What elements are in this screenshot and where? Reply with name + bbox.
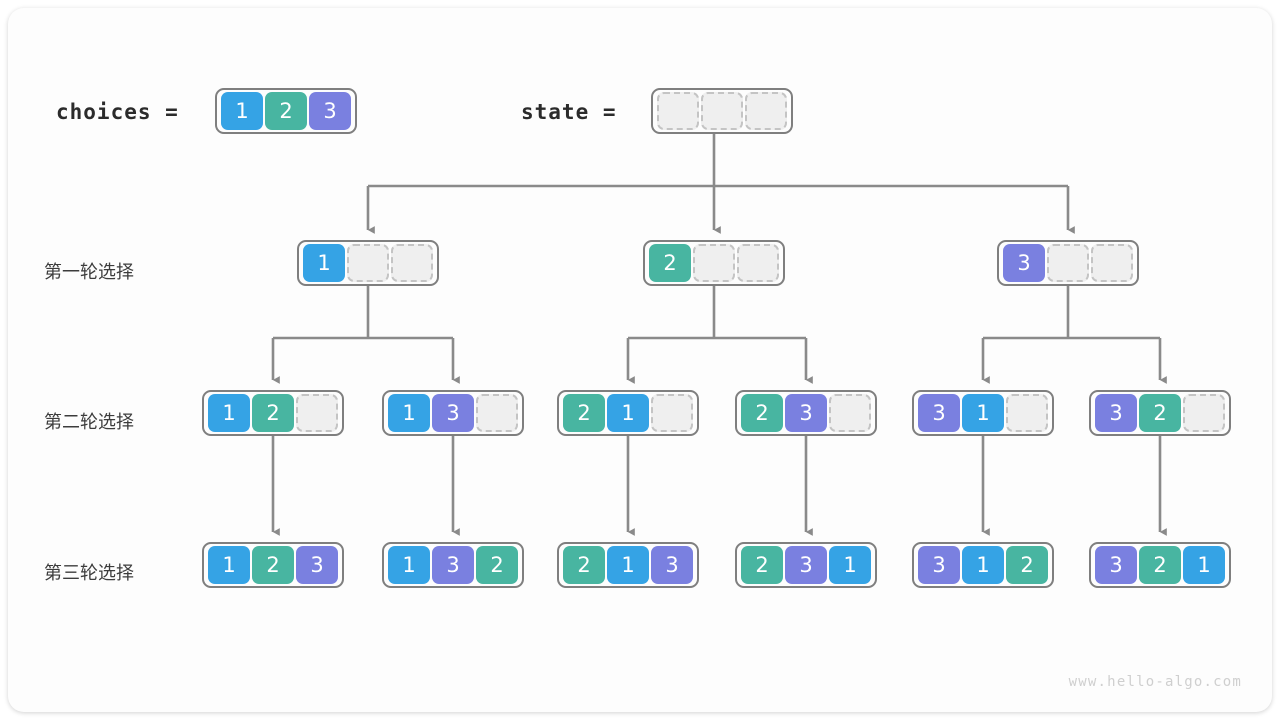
- r2-n2-cell-1: 3: [432, 394, 474, 432]
- choices-cell-0: 1: [221, 92, 263, 130]
- r2-n3-cell-0: 2: [563, 394, 605, 432]
- r2-n1-cell-0: 1: [208, 394, 250, 432]
- r2-n2-cell-0: 1: [388, 394, 430, 432]
- row-label-round-1: 第一轮选择: [44, 262, 134, 283]
- r2-n5-cell-1: 1: [962, 394, 1004, 432]
- r1-n3-cell-2: [1091, 244, 1133, 282]
- r2-n4-cell-0: 2: [741, 394, 783, 432]
- state-node-r1-n2: 2: [643, 240, 785, 286]
- choices-label: choices =: [56, 100, 179, 124]
- r2-n5-cell-2: [1006, 394, 1048, 432]
- state-node-r1-n1: 1: [297, 240, 439, 286]
- choices-cell-1: 2: [265, 92, 307, 130]
- state-cell-2: [745, 92, 787, 130]
- state-label: state =: [521, 100, 617, 124]
- r3-n2-cell-2: 2: [476, 546, 518, 584]
- state-cell-0: [657, 92, 699, 130]
- r1-n2-cell-1: [693, 244, 735, 282]
- r3-n4-cell-1: 3: [785, 546, 827, 584]
- r1-n2-cell-0: 2: [649, 244, 691, 282]
- r3-n6-cell-2: 1: [1183, 546, 1225, 584]
- r2-n4-cell-2: [829, 394, 871, 432]
- r2-n5-cell-0: 3: [918, 394, 960, 432]
- r3-n6-cell-1: 2: [1139, 546, 1181, 584]
- r3-n3-cell-2: 3: [651, 546, 693, 584]
- r3-n5-cell-1: 1: [962, 546, 1004, 584]
- r3-n3-cell-0: 2: [563, 546, 605, 584]
- r2-n2-cell-2: [476, 394, 518, 432]
- r3-n4-cell-0: 2: [741, 546, 783, 584]
- r2-n6-cell-1: 2: [1139, 394, 1181, 432]
- r3-n1-cell-0: 1: [208, 546, 250, 584]
- r2-n1-cell-1: 2: [252, 394, 294, 432]
- state-array: [651, 88, 793, 134]
- r1-n1-cell-0: 1: [303, 244, 345, 282]
- r1-n3-cell-1: [1047, 244, 1089, 282]
- r3-n4-cell-2: 1: [829, 546, 871, 584]
- watermark: www.hello-algo.com: [1068, 674, 1242, 690]
- r2-n6-cell-2: [1183, 394, 1225, 432]
- r2-n4-cell-1: 3: [785, 394, 827, 432]
- r3-n6-cell-0: 3: [1095, 546, 1137, 584]
- r1-n1-cell-1: [347, 244, 389, 282]
- r3-n1-cell-1: 2: [252, 546, 294, 584]
- r1-n2-cell-2: [737, 244, 779, 282]
- state-node-r1-n3: 3: [997, 240, 1139, 286]
- row-label-round-3: 第三轮选择: [44, 563, 134, 584]
- r3-n2-cell-0: 1: [388, 546, 430, 584]
- connector-lines: [271, 133, 1167, 536]
- r2-n6-cell-0: 3: [1095, 394, 1137, 432]
- choices-cell-2: 3: [309, 92, 351, 130]
- r2-n3-cell-2: [651, 394, 693, 432]
- state-cell-1: [701, 92, 743, 130]
- row-label-round-2: 第二轮选择: [44, 412, 134, 433]
- r3-n5-cell-0: 3: [918, 546, 960, 584]
- r3-n1-cell-2: 3: [296, 546, 338, 584]
- r2-n1-cell-2: [296, 394, 338, 432]
- r1-n3-cell-0: 3: [1003, 244, 1045, 282]
- r2-n3-cell-1: 1: [607, 394, 649, 432]
- r3-n3-cell-1: 1: [607, 546, 649, 584]
- r3-n5-cell-2: 2: [1006, 546, 1048, 584]
- r1-n1-cell-2: [391, 244, 433, 282]
- r3-n2-cell-1: 3: [432, 546, 474, 584]
